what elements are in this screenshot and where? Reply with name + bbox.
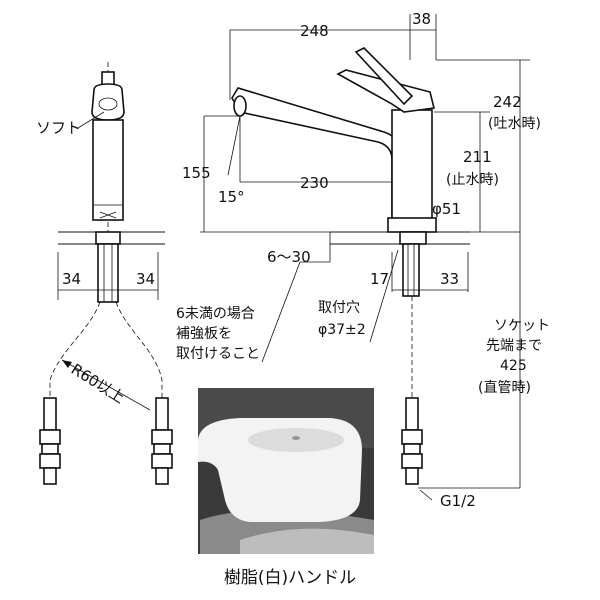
spout-angle: 15°: [218, 188, 245, 206]
socket-line3: 425: [500, 358, 527, 374]
socket-line4: (直管時): [478, 379, 531, 396]
closed-note: (止水時): [446, 172, 499, 188]
height-closed: 211: [463, 148, 492, 166]
soft-label: ソフト: [36, 119, 81, 137]
left-width-a: 34: [62, 270, 81, 288]
counter-thickness: 6〜30: [267, 248, 311, 266]
thread-size: G1/2: [440, 492, 476, 510]
socket-line2: 先端まで: [486, 338, 542, 354]
mounting-hole-label: 取付穴: [318, 300, 360, 316]
handle-photo: [198, 388, 374, 554]
mounting-hole-size: φ37±2: [318, 322, 366, 338]
height-spout-open: 242: [493, 93, 522, 111]
left-width-b: 34: [136, 270, 155, 288]
handle-offset: 38: [412, 10, 431, 28]
photo-caption: 樹脂(白)ハンドル: [223, 568, 357, 588]
side-view: [39, 62, 173, 485]
spout-reach: 230: [300, 174, 329, 192]
right-width-b: 33: [440, 270, 459, 288]
spout-open-note: (吐水時): [488, 116, 541, 132]
right-width-a: 17: [370, 270, 389, 288]
front-view: [200, 14, 530, 501]
reinforce-line2: 補強板を: [176, 326, 232, 342]
reinforce-line1: 6未満の場合: [176, 306, 255, 322]
spout-height: 155: [182, 164, 211, 182]
bend-radius: R60以上: [68, 360, 128, 407]
body-diameter: φ51: [432, 200, 461, 218]
socket-line1: ソケット: [494, 318, 550, 334]
spout-length: 248: [300, 22, 329, 40]
reinforce-line3: 取付けること: [176, 346, 260, 362]
